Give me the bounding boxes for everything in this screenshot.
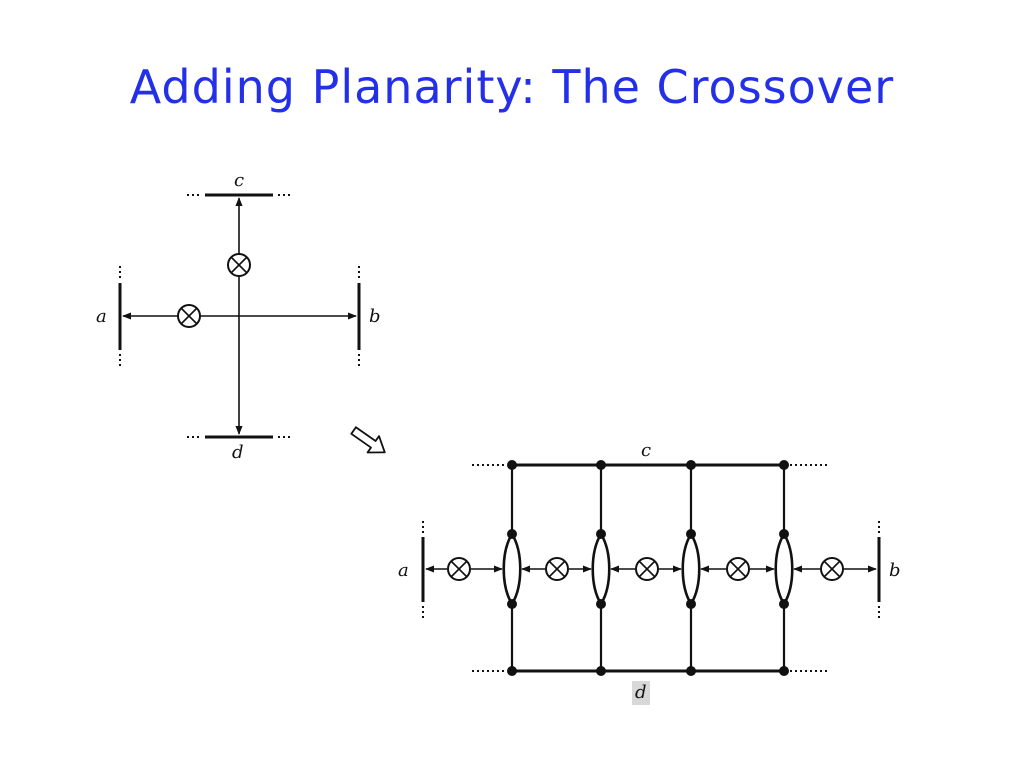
circle-times-icon xyxy=(820,557,844,581)
vertical-path xyxy=(591,460,611,676)
crossing-diagram xyxy=(118,193,361,439)
vertical-path xyxy=(502,460,522,676)
circle-times-icon xyxy=(447,557,471,581)
label-d: d xyxy=(232,442,244,463)
label-d: d xyxy=(635,682,647,703)
label-a: a xyxy=(96,306,107,327)
circle-times-icon xyxy=(227,253,251,277)
hollow-arrow-icon xyxy=(350,426,386,454)
crossover-gadget xyxy=(421,460,881,676)
label-c: c xyxy=(234,170,244,191)
circle-times-icon xyxy=(635,557,659,581)
label-c: c xyxy=(641,440,651,461)
label-d-highlight xyxy=(632,681,650,705)
slide-title: Adding Planarity: The Crossover xyxy=(129,60,895,114)
circle-times-icon xyxy=(726,557,750,581)
vertical-path xyxy=(681,460,701,676)
vertical-path xyxy=(774,460,794,676)
circle-times-icon xyxy=(177,304,201,328)
label-b: b xyxy=(369,306,381,327)
circle-times-icon xyxy=(545,557,569,581)
label-b: b xyxy=(889,560,901,581)
label-a: a xyxy=(398,560,409,581)
